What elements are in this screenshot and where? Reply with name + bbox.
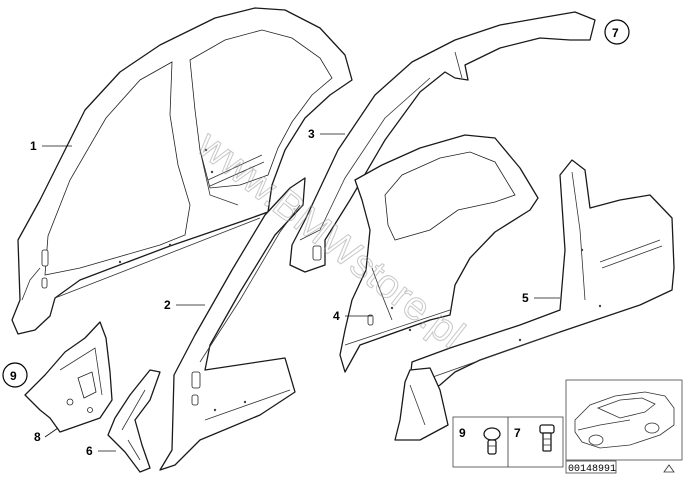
fastener-9-label: 9: [459, 426, 466, 440]
stud-fastener-icon: [539, 424, 555, 452]
drawing-number: 00148991: [568, 464, 616, 475]
part-2-a-pillar: [159, 177, 306, 471]
callout-2: 2: [164, 298, 171, 312]
part-b-pillar-lower: [394, 367, 449, 441]
car-silhouette-icon: [574, 391, 675, 449]
part-5-side-sill: [409, 159, 675, 399]
vehicle-location-inset: 00148991: [565, 379, 683, 475]
callout-1: 1: [30, 139, 37, 153]
callout-3: 3: [308, 127, 315, 141]
part-3-roof-frame: [289, 11, 596, 273]
callout-6: 6: [86, 444, 93, 458]
fastener-inset: 9 7: [452, 416, 564, 468]
part-4-quarter-panel: [339, 134, 539, 373]
circle-callout-9-label: 9: [10, 369, 17, 383]
part-8-bracket: [24, 321, 113, 433]
fastener-7-label: 7: [514, 426, 521, 440]
part-1-side-frame: [11, 7, 353, 335]
callout-5: 5: [522, 291, 529, 305]
callout-4: 4: [333, 309, 340, 323]
circle-callout-7-label: 7: [612, 26, 619, 40]
circle-callout-7: 7: [604, 19, 630, 45]
part-6-pillar-strip: [107, 369, 161, 473]
corner-triangle-icon: [663, 464, 675, 473]
clip-fastener-icon: [483, 427, 501, 455]
leader-lines: [42, 133, 560, 452]
callout-8: 8: [34, 430, 41, 444]
circle-callout-9: 9: [2, 362, 28, 388]
